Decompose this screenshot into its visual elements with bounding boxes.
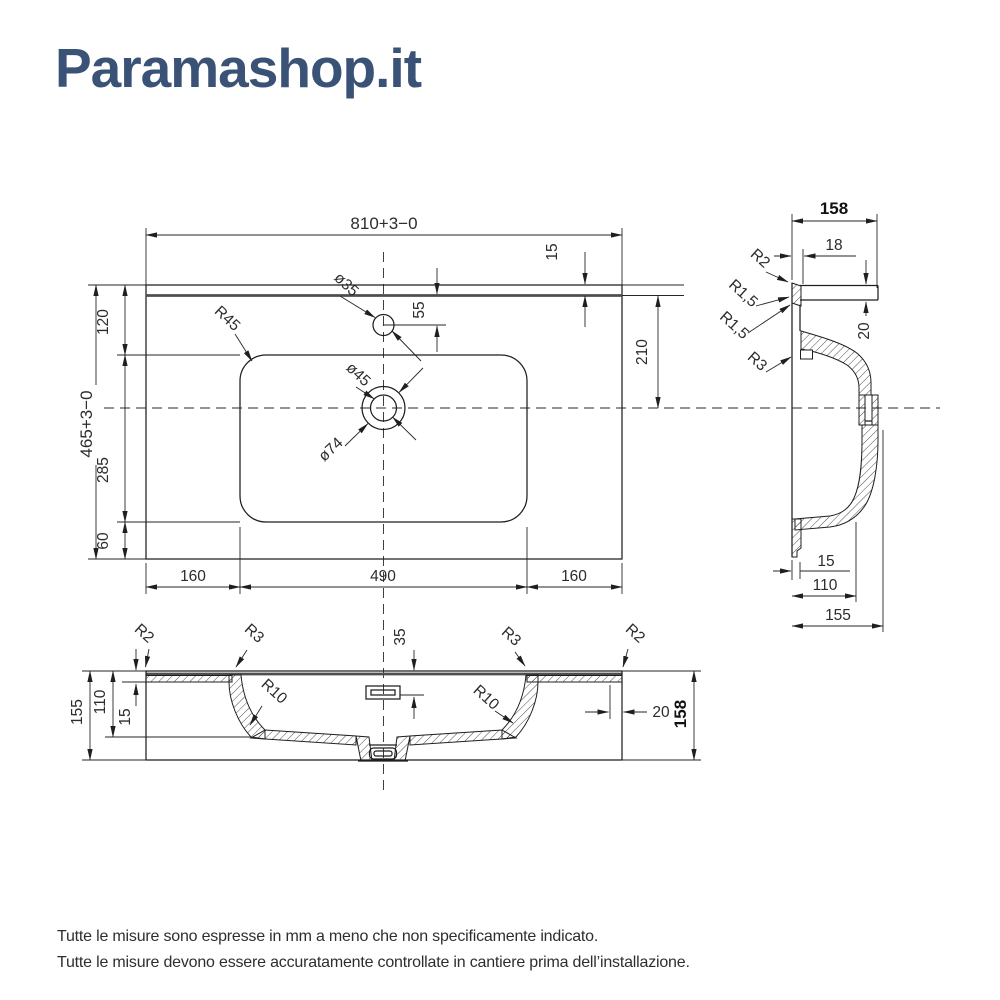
dim-front-r2-right: R2: [622, 621, 648, 647]
dim-side-r15a: R1,5: [725, 276, 761, 311]
dim-side-r2: R2: [747, 246, 773, 272]
dim-side-r15b: R1,5: [716, 308, 752, 343]
drain-recess: [361, 385, 406, 431]
dim-plan-width: 810+3−0: [350, 214, 417, 233]
dim-top-thickness: 15: [117, 708, 134, 725]
dim-front-margin: 60: [95, 532, 112, 550]
dim-apron-return: 20: [652, 704, 670, 721]
dim-side-height: 158: [820, 199, 848, 218]
countertop-outline: [145, 284, 623, 560]
dim-overflow-depth: 35: [392, 628, 409, 645]
front-section-view: 155 110 15 35 20 158 R2 R3: [69, 621, 701, 762]
dim-bowl-depth-side: 110: [813, 577, 838, 594]
dim-basin-width: 490: [370, 568, 396, 585]
dim-right-margin: 160: [561, 568, 587, 585]
front-wall-right: [501, 674, 539, 740]
plan-view: 810+3−0 15 55 210 465+3−0: [77, 214, 684, 594]
front-bowl-bottom-right: [409, 729, 518, 746]
dim-apron-thickness: 15: [817, 553, 834, 570]
dim-plan-height: 465+3−0: [77, 390, 96, 457]
dim-front-bowl-depth: 110: [92, 689, 109, 714]
dim-center-from-back: 210: [634, 339, 651, 365]
centerlines: [104, 252, 940, 795]
dim-drain-dia: ø45: [343, 359, 374, 390]
side-rim-section: [791, 282, 802, 307]
dim-left-margin: 160: [180, 568, 206, 585]
dim-rim-width: 18: [825, 237, 842, 254]
front-bowl-bottom-left: [249, 729, 357, 746]
dim-front-r10-right: R10: [470, 682, 503, 714]
dim-front-r2-left: R2: [131, 621, 157, 647]
dim-wall-thickness: 20: [856, 322, 873, 340]
footer-note-line1: Tutte le misure sono espresse in mm a me…: [57, 928, 599, 945]
dim-edge-inset: 15: [544, 243, 561, 260]
dim-corner-radius: R45: [211, 303, 243, 335]
drain-fitting: [368, 747, 398, 760]
drain-hole: [369, 394, 398, 422]
drain-pipe-wall-right: [871, 394, 879, 426]
front-lip-right: [526, 675, 623, 683]
side-section-view: 158 18 20 R2 R1,5 R1,5 R3 15: [716, 199, 884, 632]
dim-faucet-offset: 55: [411, 301, 428, 318]
side-front-strip-section: [791, 518, 802, 558]
front-wall-left: [228, 674, 266, 740]
dim-side-r3: R3: [744, 349, 770, 375]
dim-front-r10-left: R10: [258, 676, 291, 708]
drain-pipe-wall-left: [858, 394, 866, 426]
shop-logo: Paramashop.it: [55, 37, 422, 99]
dim-basin-depth: 285: [95, 457, 112, 483]
dim-drain-recess: ø74: [315, 434, 346, 465]
dim-front-height-left: 155: [69, 699, 86, 725]
footer-notes: Tutte le misure sono espresse in mm a me…: [57, 924, 690, 976]
side-bowl-bottom-section: [794, 424, 879, 531]
basin-outline: [239, 354, 528, 523]
dim-front-r3-left: R3: [241, 621, 267, 647]
overflow-channel: [800, 349, 813, 360]
footer-note-line2: Tutte le misure devono essere accuratame…: [57, 954, 690, 971]
dim-back-margin: 120: [95, 309, 112, 335]
dim-front-r3-right: R3: [498, 624, 524, 650]
overflow-slot: [365, 685, 401, 700]
dim-front-height-right: 158: [671, 700, 690, 728]
front-lip-left: [145, 675, 233, 683]
dim-body-height: 155: [825, 607, 851, 624]
overflow-slot-inner: [370, 689, 396, 696]
drain-fitting-inner: [373, 750, 393, 757]
